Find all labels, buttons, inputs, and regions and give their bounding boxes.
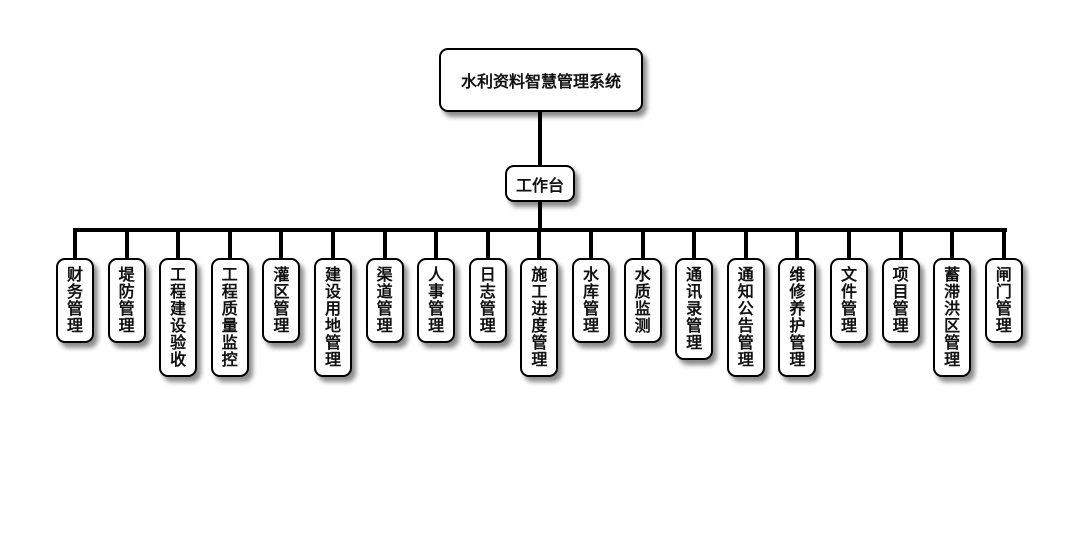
connector-module — [743, 230, 748, 258]
connector-module — [537, 230, 542, 258]
module-label: 水库管理 — [582, 265, 599, 335]
connector-root-hub — [538, 112, 542, 165]
module-node[interactable]: 通讯录管理 — [675, 258, 714, 360]
hub-node: 工作台 — [505, 165, 575, 202]
connector-module — [227, 230, 232, 258]
root-node: 水利资料智慧管理系统 — [439, 48, 643, 112]
module-node[interactable]: 人事管理 — [417, 258, 456, 343]
connector-module — [382, 230, 387, 258]
module-label: 日志管理 — [479, 265, 496, 335]
module-label: 灌区管理 — [273, 265, 290, 335]
module-node[interactable]: 工程建设验收 — [159, 258, 198, 377]
connector-module — [73, 230, 77, 258]
hub-label: 工作台 — [515, 175, 564, 195]
module-label: 施工进度管理 — [531, 265, 548, 369]
connector-module — [434, 230, 439, 258]
module-label: 堤防管理 — [118, 265, 135, 335]
connector-module — [331, 230, 335, 258]
module-label: 财务管理 — [66, 265, 83, 335]
module-label: 水质监测 — [634, 265, 651, 335]
module-node[interactable]: 闸门管理 — [984, 258, 1023, 343]
connector-module — [898, 230, 903, 258]
module-label: 维修养护管理 — [789, 265, 806, 369]
module-node[interactable]: 文件管理 — [830, 258, 868, 343]
connector-module — [589, 230, 593, 258]
connector-module — [485, 230, 490, 258]
connector-module — [950, 230, 955, 258]
module-node[interactable]: 工程质量监控 — [210, 258, 249, 377]
root-label: 水利资料智慧管理系统 — [460, 72, 621, 91]
module-label: 工程质量监控 — [221, 265, 238, 369]
connector-hub-bus — [538, 202, 542, 232]
connector-module — [640, 230, 645, 258]
module-label: 工程建设验收 — [170, 265, 187, 369]
module-label: 项目管理 — [892, 265, 909, 335]
connector-module — [847, 230, 851, 258]
connector-module — [692, 230, 697, 258]
module-node[interactable]: 项目管理 — [881, 258, 920, 343]
module-label: 渠道管理 — [376, 265, 393, 335]
module-node[interactable]: 灌区管理 — [262, 258, 301, 343]
module-node[interactable]: 通知公告管理 — [726, 258, 765, 377]
module-label: 闸门管理 — [995, 265, 1012, 335]
connector-module — [279, 230, 284, 258]
module-node[interactable]: 堤防管理 — [107, 258, 146, 343]
module-node[interactable]: 财务管理 — [56, 258, 94, 343]
connector-module — [176, 230, 181, 258]
connector-module — [795, 230, 800, 258]
module-node[interactable]: 水质监测 — [623, 258, 662, 343]
module-node[interactable]: 建设用地管理 — [314, 258, 352, 377]
module-node[interactable]: 施工进度管理 — [520, 258, 559, 377]
module-node[interactable]: 渠道管理 — [365, 258, 404, 343]
connector-module — [124, 230, 129, 258]
module-node[interactable]: 日志管理 — [468, 258, 507, 343]
module-label: 通知公告管理 — [737, 265, 754, 369]
module-node[interactable]: 维修养护管理 — [778, 258, 817, 377]
module-node[interactable]: 蓄滞洪区管理 — [933, 258, 972, 377]
connector-module — [1001, 230, 1006, 258]
module-label: 人事管理 — [428, 265, 445, 335]
module-label: 建设用地管理 — [324, 265, 341, 369]
module-node[interactable]: 水库管理 — [572, 258, 610, 343]
module-label: 通讯录管理 — [686, 265, 703, 352]
module-label: 蓄滞洪区管理 — [944, 265, 961, 369]
module-label: 文件管理 — [840, 265, 857, 335]
